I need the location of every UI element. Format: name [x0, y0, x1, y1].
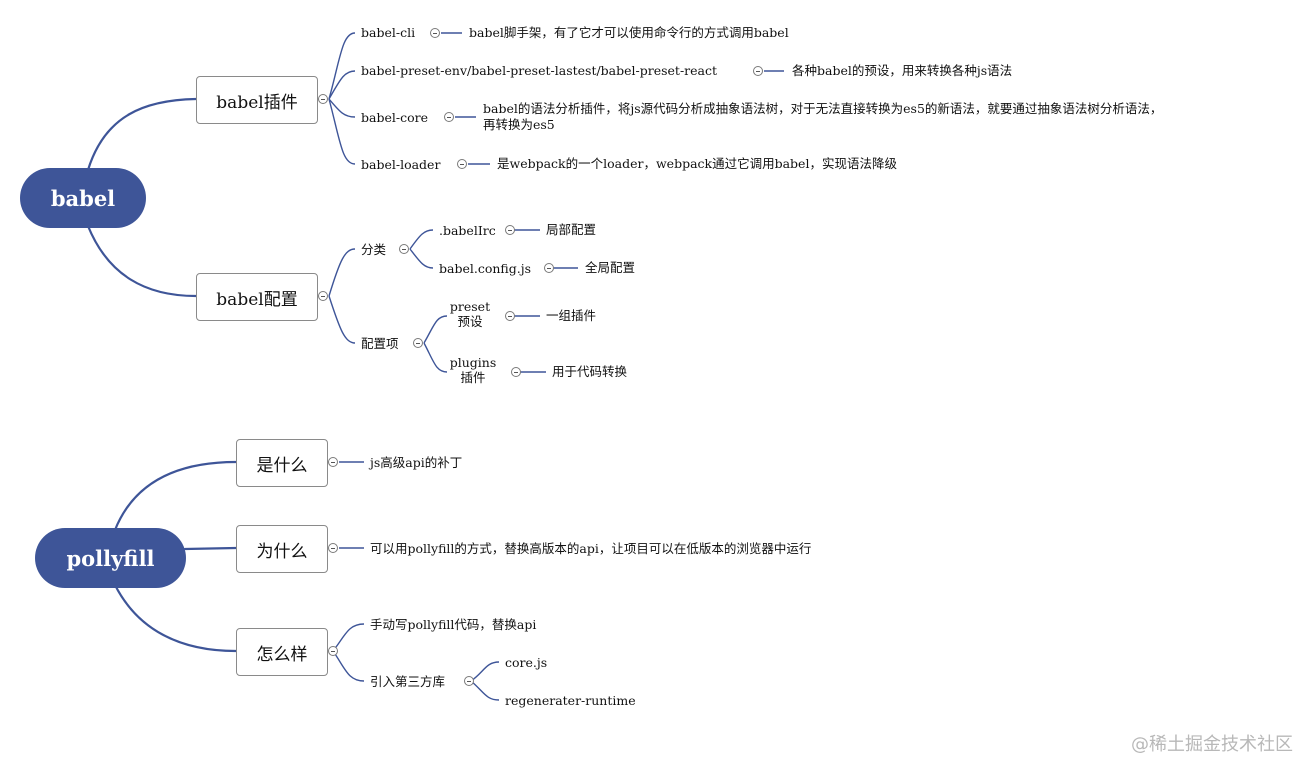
leaf-babel-core-desc-line2[interactable]: 再转换为es5	[483, 117, 555, 132]
node-category[interactable]: 分类	[361, 242, 387, 257]
leaf-babel-config-js-desc[interactable]: 全局配置	[585, 260, 636, 275]
collapse-toggle-icon[interactable]	[430, 28, 440, 38]
node-babel-config-js[interactable]: babel.config.js	[439, 261, 532, 276]
collapse-toggle-icon[interactable]	[505, 225, 515, 235]
node-why[interactable]: 为什么	[236, 525, 328, 573]
node-how[interactable]: 怎么样	[236, 628, 328, 676]
root-node-babel[interactable]: babel	[20, 168, 146, 228]
leaf-why-desc[interactable]: 可以用pollyfill的方式，替换高版本的api，让项目可以在低版本的浏览器中…	[370, 541, 812, 556]
leaf-preset-desc[interactable]: 一组插件	[546, 308, 597, 323]
collapse-toggle-icon[interactable]	[444, 112, 454, 122]
node-what[interactable]: 是什么	[236, 439, 328, 487]
node-babel-presets[interactable]: babel-preset-env/babel-preset-lastest/ba…	[361, 63, 718, 78]
node-preset-line2: 预设	[457, 314, 483, 329]
leaf-babel-core-desc-line1[interactable]: babel的语法分析插件，将js源代码分析成抽象语法树，对于无法直接转换为es5…	[483, 101, 1163, 116]
leaf-babelrc-desc[interactable]: 局部配置	[546, 222, 597, 237]
leaf-babel-presets-desc[interactable]: 各种babel的预设，用来转换各种js语法	[792, 63, 1013, 78]
leaf-plugins-desc[interactable]: 用于代码转换	[552, 364, 628, 379]
collapse-toggle-icon[interactable]	[413, 338, 423, 348]
collapse-toggle-icon[interactable]	[318, 291, 328, 301]
collapse-toggle-icon[interactable]	[464, 676, 474, 686]
leaf-what-desc[interactable]: js高级api的补丁	[370, 455, 463, 470]
leaf-manual-polyfill[interactable]: 手动写pollyfill代码，替换api	[370, 617, 537, 632]
collapse-toggle-icon[interactable]	[328, 457, 338, 467]
watermark-text: @稀土掘金技术社区	[1131, 734, 1293, 755]
leaf-babel-cli-desc[interactable]: babel脚手架，有了它才可以使用命令行的方式调用babel	[469, 25, 789, 40]
leaf-core-js[interactable]: core.js	[505, 655, 548, 670]
collapse-toggle-icon[interactable]	[457, 159, 467, 169]
node-options[interactable]: 配置项	[361, 336, 399, 351]
node-babel-plugins[interactable]: babel插件	[196, 76, 318, 124]
node-plugins[interactable]: plugins 插件	[447, 355, 499, 385]
leaf-babel-loader-desc[interactable]: 是webpack的一个loader，webpack通过它调用babel，实现语法…	[497, 156, 897, 171]
node-plugins-line2: 插件	[460, 370, 486, 385]
node-babel-config[interactable]: babel配置	[196, 273, 318, 321]
node-babelrc[interactable]: .babelIrc	[439, 223, 496, 238]
node-preset[interactable]: preset 预设	[447, 299, 493, 329]
leaf-regenerator-runtime[interactable]: regenerater-runtime	[505, 693, 636, 708]
node-third-party[interactable]: 引入第三方库	[370, 674, 446, 689]
node-babel-cli[interactable]: babel-cli	[361, 25, 416, 40]
collapse-toggle-icon[interactable]	[328, 543, 338, 553]
root-node-pollyfill[interactable]: pollyfill	[35, 528, 186, 588]
node-babel-core[interactable]: babel-core	[361, 110, 428, 125]
collapse-toggle-icon[interactable]	[544, 263, 554, 273]
collapse-toggle-icon[interactable]	[505, 311, 515, 321]
node-plugins-line1: plugins	[449, 355, 497, 370]
collapse-toggle-icon[interactable]	[511, 367, 521, 377]
collapse-toggle-icon[interactable]	[753, 66, 763, 76]
collapse-toggle-icon[interactable]	[318, 94, 328, 104]
collapse-toggle-icon[interactable]	[399, 244, 409, 254]
node-babel-loader[interactable]: babel-loader	[361, 157, 441, 172]
collapse-toggle-icon[interactable]	[328, 646, 338, 656]
node-preset-line1: preset	[449, 299, 491, 314]
